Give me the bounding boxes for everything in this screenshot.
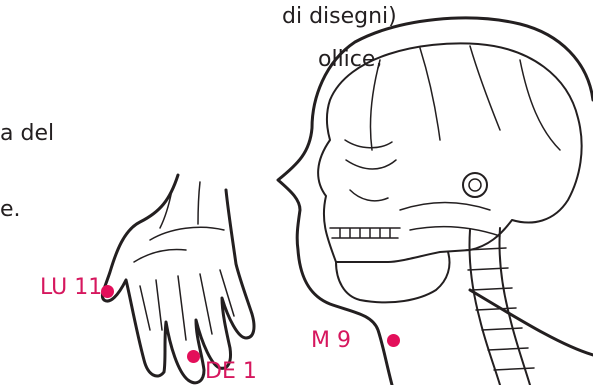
- text-line-1: di disegni): [282, 6, 397, 28]
- jaw: [336, 252, 450, 302]
- point-label-m9: M 9: [311, 330, 351, 352]
- point-label-de1: DE 1: [205, 361, 257, 383]
- text-line-4: e.: [0, 199, 21, 221]
- text-line-3: a del: [0, 123, 54, 145]
- point-label-lu11: LU 11: [40, 277, 102, 299]
- point-dot-m9: [387, 334, 400, 347]
- point-dot-lu11: [101, 285, 114, 298]
- text-line-2: ollice,: [318, 49, 382, 71]
- point-dot-de1: [187, 350, 200, 363]
- neck-outline: [470, 290, 593, 355]
- skull: [318, 43, 582, 262]
